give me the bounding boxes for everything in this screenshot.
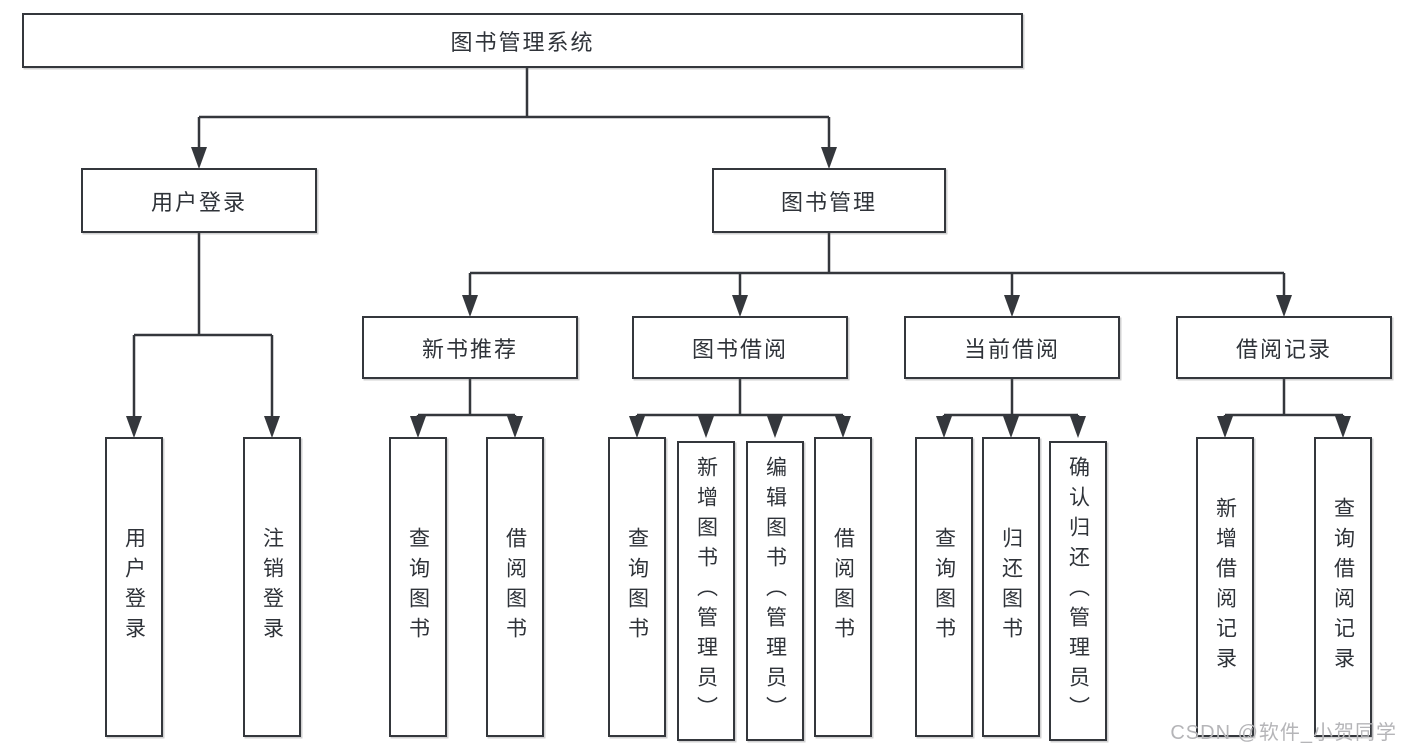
arrowhead (821, 147, 837, 169)
leaf-borrow-books-borrowing: 借阅图书 (814, 437, 872, 737)
leaf-query-books-current-label: 查询图书 (932, 527, 956, 647)
leaf-query-borrow-record: 查询借阅记录 (1314, 437, 1372, 737)
leaf-add-books-admin-label: 新增图书（管理员） (694, 456, 718, 726)
arrowhead (410, 416, 426, 438)
node-book-borrowing: 图书借阅 (632, 316, 848, 379)
arrowhead (732, 295, 748, 317)
connector-path (132, 233, 274, 418)
leaf-user-login: 用户登录 (105, 437, 163, 737)
leaf-borrow-books-borrowing-label: 借阅图书 (831, 527, 855, 647)
arrowhead (191, 147, 207, 169)
leaf-add-books-admin: 新增图书（管理员） (677, 441, 735, 741)
leaf-query-books-borrowing-label: 查询图书 (625, 527, 649, 647)
arrowhead (1003, 416, 1019, 438)
arrowheads (126, 147, 1351, 438)
connector-paths (132, 68, 1345, 419)
node-book-management: 图书管理 (712, 168, 946, 233)
leaf-confirm-return-admin: 确认归还（管理员） (1049, 441, 1107, 741)
leaf-logout-label: 注销登录 (260, 527, 284, 647)
leaf-add-borrow-record-label: 新增借阅记录 (1213, 497, 1237, 677)
leaf-confirm-return-admin-label: 确认归还（管理员） (1066, 456, 1090, 726)
leaf-edit-books-admin-label: 编辑图书（管理员） (763, 456, 787, 726)
arrowhead (462, 295, 478, 317)
leaf-borrow-books-recommend: 借阅图书 (486, 437, 544, 737)
connector-path (468, 233, 1286, 297)
arrowhead (507, 416, 523, 438)
leaf-query-books-recommend-label: 查询图书 (406, 527, 430, 647)
arrowhead (629, 416, 645, 438)
arrowhead (264, 416, 280, 438)
arrowhead (1276, 295, 1292, 317)
arrowhead (767, 416, 783, 438)
leaf-edit-books-admin: 编辑图书（管理员） (746, 441, 804, 741)
connector-path (942, 379, 1080, 419)
leaf-add-borrow-record: 新增借阅记录 (1196, 437, 1254, 737)
leaf-borrow-books-recommend-label: 借阅图书 (503, 527, 527, 647)
leaf-query-borrow-record-label: 查询借阅记录 (1331, 497, 1355, 677)
csdn-watermark: CSDN @软件_小贺同学 (1170, 722, 1397, 744)
arrowhead (835, 416, 851, 438)
leaf-user-login-label: 用户登录 (122, 527, 146, 647)
leaf-query-books-borrowing: 查询图书 (608, 437, 666, 737)
leaf-query-books-recommend: 查询图书 (389, 437, 447, 737)
arrowhead (1004, 295, 1020, 317)
leaf-query-books-current: 查询图书 (915, 437, 973, 737)
arrowhead (126, 416, 142, 438)
arrowhead (1070, 416, 1086, 438)
leaf-logout: 注销登录 (243, 437, 301, 737)
node-user-login: 用户登录 (81, 168, 317, 233)
node-library-management-system: 图书管理系统 (22, 13, 1023, 68)
connector-path (635, 379, 845, 419)
connector-path (416, 379, 517, 419)
node-borrowing-records: 借阅记录 (1176, 316, 1392, 379)
node-current-borrowing: 当前借阅 (904, 316, 1120, 379)
leaf-return-books: 归还图书 (982, 437, 1040, 737)
arrowhead (1335, 416, 1351, 438)
connector-path (197, 68, 831, 150)
leaf-return-books-label: 归还图书 (999, 527, 1023, 647)
arrowhead (936, 416, 952, 438)
node-new-book-recommendation: 新书推荐 (362, 316, 578, 379)
arrowhead (1217, 416, 1233, 438)
arrowhead (698, 416, 714, 438)
connector-path (1223, 379, 1345, 419)
